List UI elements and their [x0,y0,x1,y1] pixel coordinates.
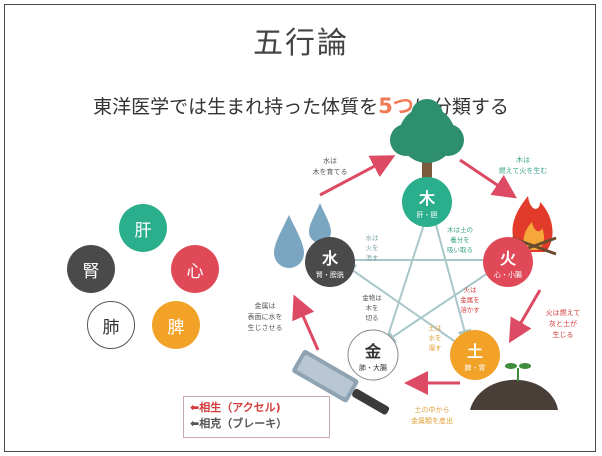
organ-circle-liver-label: 肝 [134,220,152,241]
element-node-earth: 土 脾・胃 [450,330,500,380]
note-earth-to-metal-2: 金属類を産出 [411,416,453,425]
note-earth-water-2: 水を [429,333,442,342]
note-fire-to-earth-1: 火は燃えて [546,308,581,317]
element-node-fire-organs: 心・小腸 [494,270,522,279]
element-node-metal-organs: 肺・大腸 [359,363,387,372]
organ-circle-lung: 肺 [87,301,135,349]
gen-arrow-water-wood [319,155,396,197]
element-node-metal: 金 肺・大腸 [347,329,399,381]
element-node-wood-organs: 肝・胆 [417,211,438,219]
soil-sprout-icon [470,363,558,410]
element-node-water-name: 水 [322,249,339,268]
note-fire-to-earth-3: 生じる [553,330,574,339]
element-node-metal-name: 金 [364,342,382,361]
organ-circle-kidney-label: 腎 [82,261,100,282]
element-node-earth-name: 土 [467,342,483,361]
arrow-legend: ⬅相生（アクセル) ⬅相克（ブレーキ） [183,396,330,438]
organ-circle-heart-label: 心 [186,261,204,282]
note-fire-to-earth-2: 灰と土が [549,319,577,328]
note-water-to-wood-1: 水は [323,156,337,165]
note-fire-metal-2: 金属を [460,295,480,304]
note-wood-earth-2: 養分を [450,235,470,244]
element-node-water-organs: 腎・膀胱 [316,270,344,279]
note-water-fire-3: 消す [366,253,380,262]
element-node-wood: 木 肝・胆 [402,177,452,227]
slide-frame [4,4,596,452]
note-wood-to-fire-1: 木は [516,155,530,164]
organ-circle-lung-label: 肺 [102,317,120,338]
gen-arrow-fire-earth [508,289,542,344]
note-metal-wood-3: 切る [366,314,379,322]
note-wood-earth-1: 木は土の [447,225,473,234]
legend-generating: ⬅相生（アクセル) [190,401,281,414]
note-water-fire-1: 水は [366,233,380,242]
generating-cycle [292,155,542,395]
organ-circle-kidney: 腎 [67,245,115,293]
slide-title: 五行論 [253,26,349,61]
note-earth-water-3: 濁す [429,343,443,352]
organ-circle-spleen: 脾 [152,301,200,349]
cleaver-icon [292,349,390,415]
note-metal-to-water-3: 生じさせる [248,323,283,332]
note-metal-wood-2: 木を [366,303,379,312]
subtitle-highlight: 5つ [378,94,414,118]
note-metal-to-water-2: 表面に水を [248,312,283,321]
note-water-fire-2: 火を [366,244,379,252]
note-metal-to-water-1: 金属は [255,301,276,310]
element-node-fire: 火 心・小腸 [483,237,533,287]
element-node-wood-name: 木 [418,189,436,208]
note-water-to-wood-2: 木を育てる [313,167,348,176]
organ-circle-liver: 肝 [119,204,167,252]
note-metal-wood-1: 金物は [362,293,382,302]
note-fire-metal-3: 溶かす [460,305,480,314]
subtitle-before: 東洋医学では生まれ持った体質を [93,96,379,118]
element-node-fire-name: 火 [500,249,517,268]
gen-arrow-metal-water [292,294,320,351]
element-node-water: 水 腎・膀胱 [305,237,355,287]
star-line-wood-earth [431,209,472,344]
gen-arrow-wood-fire [459,158,517,199]
star-line-fire-metal [381,264,501,345]
note-earth-to-metal-1: 土の中から [415,405,450,414]
note-wood-to-fire-2: 燃えて火を生む [499,166,548,175]
controlling-star [341,208,501,346]
note-fire-metal-1: 火は [464,286,478,294]
organ-circle-spleen-label: 脾 [167,317,185,338]
generating-notes: 水は 木を育てる 木は 燃えて火を生む 火は燃えて 灰と土が 生じる 土の中から… [248,155,581,425]
element-node-earth-organs: 脾・胃 [465,363,486,372]
water-drops-icon [274,203,331,268]
star-line-earth-water [341,262,461,346]
star-line-metal-wood [384,208,432,346]
controlling-notes: 木は土の 養分を 吸い取る 水は 火を 消す 火は 金属を 溶かす 土は 水を … [362,225,480,352]
note-wood-earth-3: 吸い取る [447,246,473,254]
legend-controlling: ⬅相克（ブレーキ） [190,417,288,430]
organ-circle-heart: 心 [171,245,219,293]
tree-icon [390,99,464,180]
note-earth-water-1: 土は [429,323,443,332]
